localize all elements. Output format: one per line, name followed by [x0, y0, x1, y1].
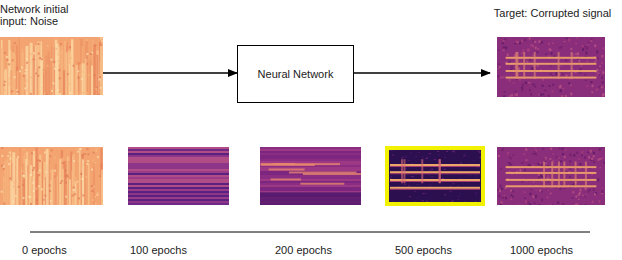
epoch-label: 500 epochs — [395, 244, 452, 257]
process-box: Neural Network — [237, 45, 354, 103]
epoch-label: 100 epochs — [130, 244, 187, 257]
timeline-axis — [30, 232, 590, 233]
flow-arrow — [354, 72, 490, 74]
epoch-label: 200 epochs — [275, 244, 332, 257]
flow-arrow — [103, 72, 237, 74]
epoch-label: 1000 epochs — [510, 244, 573, 257]
spectrogram-image — [497, 37, 605, 97]
spectrogram-epoch-200 — [260, 147, 361, 205]
spectrogram-image — [0, 37, 103, 95]
box-label: Neural Network — [258, 68, 334, 80]
epoch-label: 0 epochs — [22, 244, 67, 257]
spectrogram-epoch-0 — [0, 147, 103, 205]
spectrogram-epoch-100 — [128, 147, 229, 205]
noise-input-image: Network initial input: Noise — [0, 0, 103, 96]
target-signal-image: Target: Corrupted signal — [490, 0, 615, 97]
image-heading: Network initial input: Noise — [0, 3, 86, 27]
image-heading: Target: Corrupted signal — [490, 7, 615, 19]
spectrogram-epoch-1000 — [497, 147, 605, 205]
spectrogram-epoch-500 — [385, 146, 485, 206]
